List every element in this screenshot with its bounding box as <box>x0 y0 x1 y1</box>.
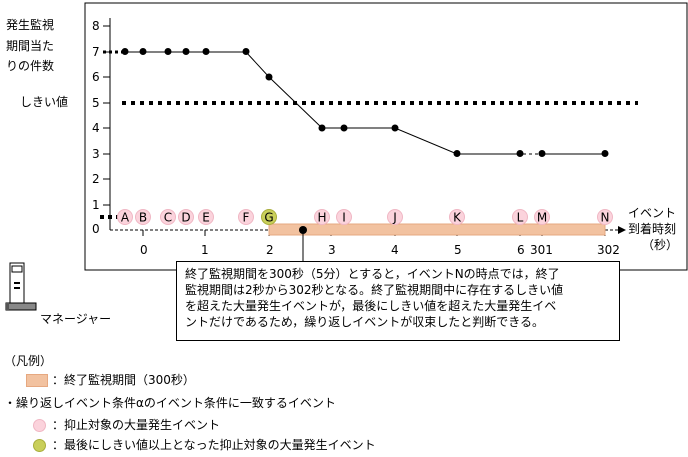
count-point-l <box>516 150 524 157</box>
x-tick-3: 3 <box>328 243 336 257</box>
count-point-c <box>164 48 172 55</box>
x-tick-2: 2 <box>266 243 274 257</box>
y-tick-3: 3 <box>92 147 100 161</box>
count-point-n <box>601 150 609 157</box>
count-point-e <box>202 48 210 55</box>
event-marker-h <box>314 209 330 225</box>
event-marker-f <box>238 209 254 225</box>
event-marker-b <box>135 209 151 225</box>
legend-green-label: ：最後にしきい値以上となった抑止対象の大量発生イベント <box>52 438 376 452</box>
event-label-l: L <box>517 211 524 225</box>
legend-condition-label: ・繰り返しイベント条件αのイベント条件に一致するイベント <box>4 396 336 410</box>
count-point-h <box>318 124 326 132</box>
event-label-j: J <box>392 211 397 225</box>
count-point-b <box>139 48 147 55</box>
legend-period-label: ：終了監視期間（300秒） <box>52 373 195 387</box>
event-label-g: G <box>264 211 273 225</box>
x-tick-1: 1 <box>201 243 209 257</box>
note-line-2: 監視期間は2秒から302秒となる。終了監視期間中に存在するしきい値 <box>185 283 564 297</box>
x-tick-302: 302 <box>597 243 620 257</box>
event-label-a: A <box>121 211 130 225</box>
event-label-n: N <box>601 211 610 225</box>
y-tick-1: 1 <box>92 198 100 212</box>
count-point-j <box>391 124 399 132</box>
event-label-i: I <box>342 211 346 225</box>
event-label-e: E <box>202 211 210 225</box>
legend-green-dot <box>33 439 46 452</box>
event-label-k: K <box>453 211 462 225</box>
count-point-i <box>340 124 348 132</box>
y-tick-marks <box>103 25 110 206</box>
manager-icon <box>5 262 37 311</box>
event-label-f: F <box>243 211 250 225</box>
x-axis-arrow <box>618 226 626 234</box>
event-label-c: C <box>164 211 172 225</box>
count-point-d <box>182 48 190 55</box>
y-tick-0: 0 <box>92 222 100 236</box>
note-line-1: 終了監視期間を300秒（5分）とすると，イベントNの時点では，終了 <box>185 267 560 281</box>
count-point-f <box>242 48 250 55</box>
event-label-m: M <box>537 211 547 225</box>
count-point-a <box>121 48 129 55</box>
event-marker-n <box>597 209 613 225</box>
y-axis-title-line-3: りの件数 <box>6 59 55 73</box>
monitoring-period-bar <box>268 223 606 236</box>
note-line-4: ントだけであるため，繰り返しイベントが収束したと判断できる。 <box>185 315 545 329</box>
event-marker-i <box>336 209 352 225</box>
y-axis-title-line-1: 発生監視 <box>6 18 55 32</box>
event-label-d: D <box>181 211 190 225</box>
event-marker-l <box>512 209 528 225</box>
event-marker-m <box>534 209 550 225</box>
y-tick-7: 7 <box>92 45 100 59</box>
y-tick-8: 8 <box>92 19 100 33</box>
event-marker-e <box>198 209 214 225</box>
event-marker-a <box>117 209 133 225</box>
x-tick-301: 301 <box>530 243 553 257</box>
note-line-3: を超えた大量発生イベントが，最後にしきい値を超えた大量発生イベ <box>185 299 557 313</box>
x-axis-title-line-1: イベント <box>628 206 677 220</box>
event-marker-g <box>261 209 277 225</box>
y-tick-5: 5 <box>92 96 100 110</box>
note-connector-dot <box>299 226 307 234</box>
y-tick-6: 6 <box>92 70 100 84</box>
count-points <box>121 48 609 157</box>
event-label-h: H <box>317 211 326 225</box>
count-point-m <box>538 150 546 157</box>
x-axis-title-line-2: 到着時刻 <box>628 222 677 236</box>
legend-pink-label: ：抑止対象の大量発生イベント <box>52 418 221 432</box>
y-axis-title-line-2: 期間当た <box>6 39 55 53</box>
x-tick-6: 6 <box>517 243 525 257</box>
legend-period-swatch <box>26 374 48 387</box>
x-tick-0: 0 <box>140 243 148 257</box>
event-marker-d <box>178 209 194 225</box>
manager-label: マネージャー <box>40 312 112 326</box>
event-label-b: B <box>139 211 147 225</box>
y-tick-2: 2 <box>92 172 100 186</box>
event-marker-j <box>387 209 403 225</box>
legend-pink-dot <box>33 419 46 432</box>
y-tick-4: 4 <box>92 121 100 135</box>
x-tick-5: 5 <box>454 243 462 257</box>
event-marker-c <box>160 209 176 225</box>
event-marker-k <box>449 209 465 225</box>
legend-heading: （凡例） <box>4 354 53 368</box>
explanation-note: 終了監視期間を300秒（5分）とすると，イベントNの時点では，終了 監視期間は2… <box>176 261 620 341</box>
count-point-k <box>453 150 461 157</box>
count-point-g <box>265 73 273 81</box>
x-axis-title-line-3: （秒） <box>642 238 679 252</box>
x-tick-4: 4 <box>391 243 399 257</box>
threshold-label: しきい値 <box>20 95 69 109</box>
